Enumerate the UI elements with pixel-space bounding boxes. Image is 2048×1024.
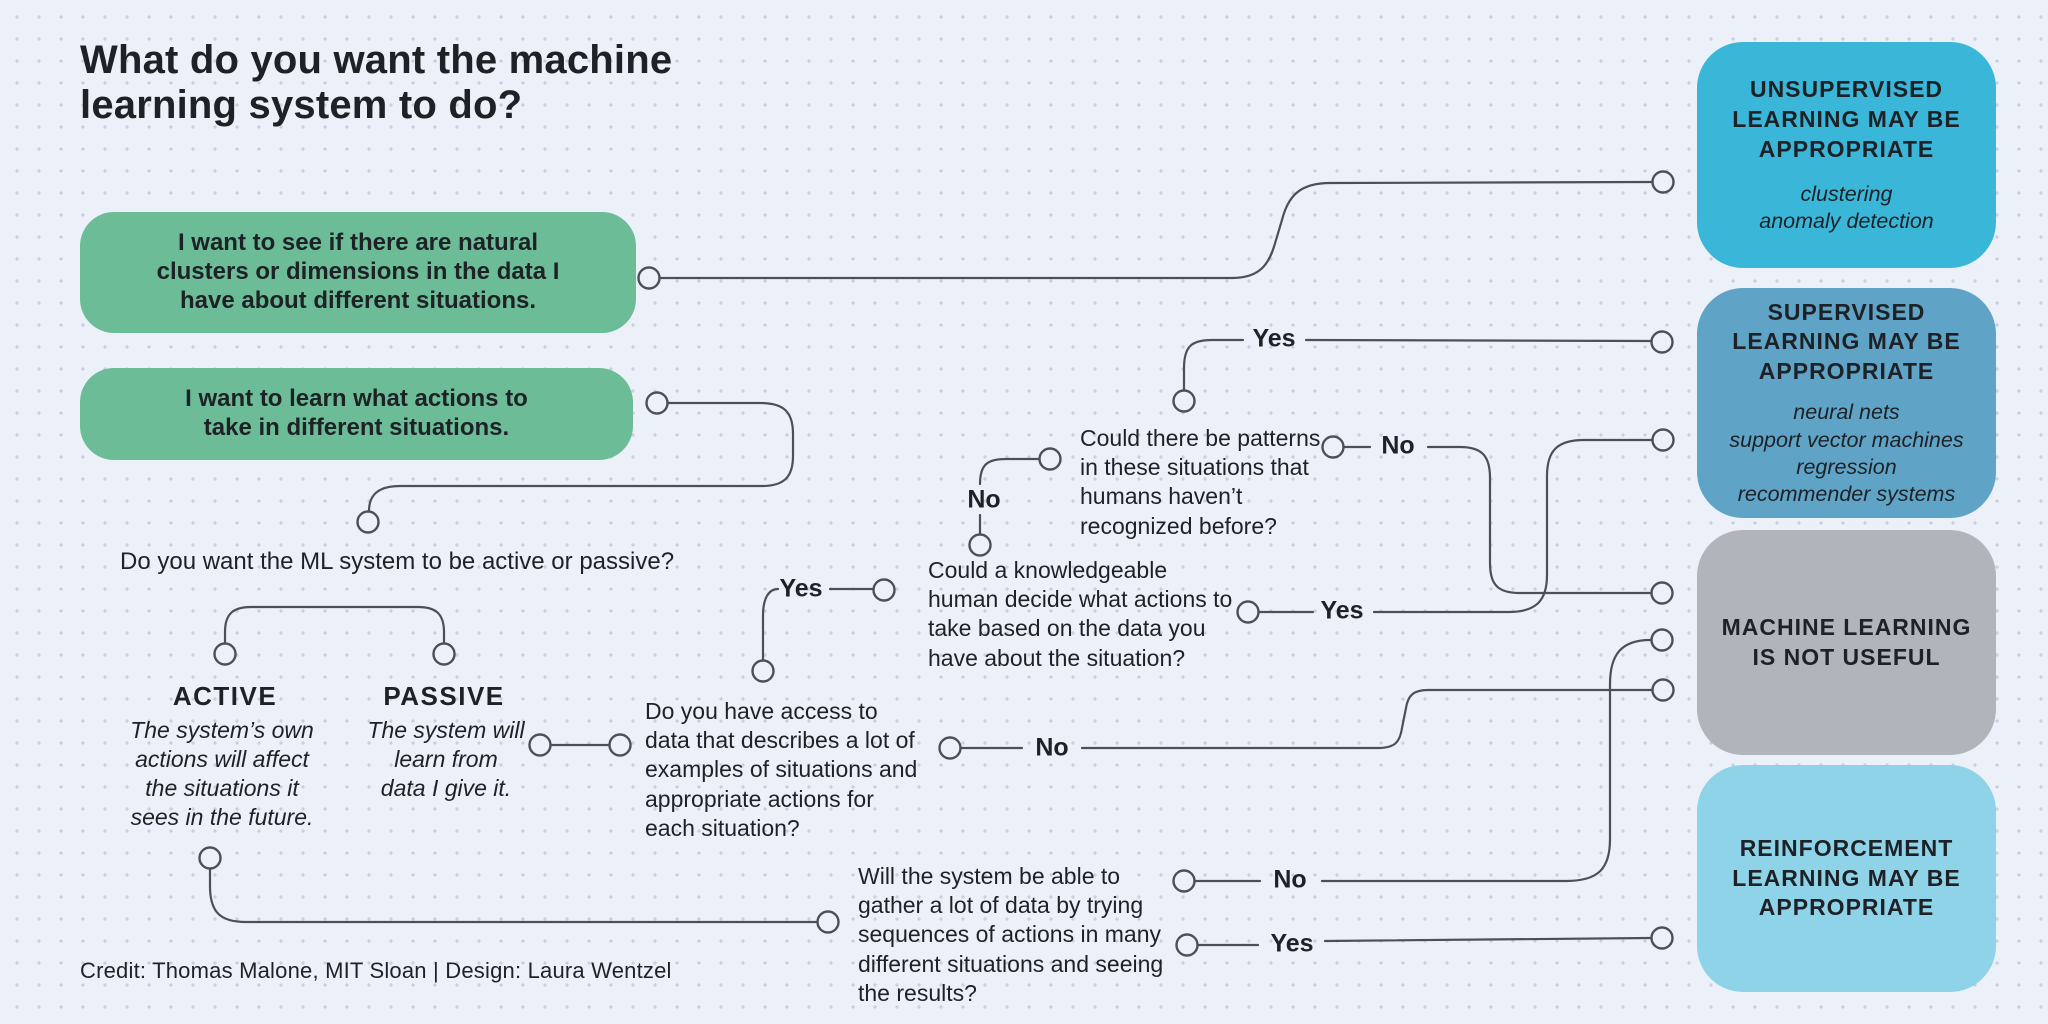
edge-label-knowledgeable-no: No [967, 485, 1001, 514]
branch-passive-label: PASSIVE [383, 681, 505, 711]
start-node-clusters: I want to see if there are natural clust… [80, 212, 636, 333]
edge-label-gather-yes: Yes [1270, 929, 1314, 958]
edge-knowledgeable-yes-b [1372, 438, 1653, 614]
outcome-methods: clustering anomaly detection [1759, 181, 1934, 233]
node-terminal [1172, 389, 1196, 413]
edge-label-knowledgeable-yes: Yes [1320, 596, 1364, 625]
node-terminal [356, 510, 380, 534]
edge-gather-no-b [1320, 638, 1652, 883]
outcome-unsupervised-learning: UNSUPERVISED LEARNING MAY BE APPROPRIATE… [1697, 42, 1996, 268]
page-title: What do you want the machine learning sy… [80, 38, 673, 127]
node-terminal [645, 391, 669, 415]
question-knowledgeable-human: Could a knowledgeable human decide what … [928, 557, 1233, 671]
node-terminal [1650, 926, 1674, 950]
edge-label-accessdata-yes: Yes [779, 574, 823, 603]
outcome-reinforcement-learning: REINFORCEMENT LEARNING MAY BE APPROPRIAT… [1697, 765, 1996, 992]
edge-learnactions-to-activepassive [367, 401, 795, 513]
branch-passive-description: The system will learn from data I give i… [367, 717, 525, 801]
edge-gather-yes-b [1323, 936, 1652, 943]
outcome-methods: neural nets support vector machines regr… [1729, 400, 1964, 507]
node-terminal [968, 533, 992, 557]
edge-active-to-gather [208, 867, 818, 924]
node-terminal [1175, 933, 1199, 957]
node-terminal [198, 846, 222, 870]
node-terminal [872, 578, 896, 602]
node-terminal [1651, 678, 1675, 702]
node-terminal [1650, 581, 1674, 605]
node-terminal [1038, 447, 1062, 471]
start-node-learn-actions: I want to learn what actions to take in … [80, 368, 633, 460]
branch-active-description: The system’s own actions will affect the… [130, 717, 314, 830]
question-active-or-passive: Do you want the ML system to be active o… [120, 548, 675, 575]
node-terminal [1651, 170, 1675, 194]
edge-activepassive-bracket [223, 605, 446, 645]
outcome-title: REINFORCEMENT LEARNING MAY BE APPROPRIAT… [1732, 834, 1961, 921]
outcome-supervised-learning: SUPERVISED LEARNING MAY BE APPROPRIATE n… [1697, 288, 1996, 518]
node-terminal [608, 733, 632, 757]
node-terminal [528, 733, 552, 757]
outcome-title: MACHINE LEARNING IS NOT USEFUL [1721, 613, 1972, 670]
question-access-data: Do you have access to data that describe… [645, 698, 918, 841]
node-terminal [1650, 628, 1674, 652]
node-terminal [938, 736, 962, 760]
node-terminal [816, 910, 840, 934]
node-terminal [432, 642, 456, 666]
edge-knowledgeable-no-b [978, 457, 1040, 486]
edge-patterns-yes-b [1304, 338, 1652, 343]
edge-accessdata-yes-a [761, 587, 780, 662]
edge-label-gather-no: No [1273, 865, 1307, 894]
node-terminal [213, 642, 237, 666]
edge-label-accessdata-no: No [1035, 733, 1069, 762]
edge-clusters-to-unsupervised [658, 180, 1653, 280]
credit-line: Credit: Thomas Malone, MIT Sloan | Desig… [80, 958, 672, 983]
edge-patterns-yes-a [1182, 338, 1245, 392]
edge-label-patterns-yes: Yes [1252, 324, 1296, 353]
outcome-title: SUPERVISED LEARNING MAY BE APPROPRIATE [1732, 298, 1961, 385]
branch-active-label: ACTIVE [172, 681, 278, 711]
node-terminal [637, 266, 661, 290]
question-unrecognized-patterns: Could there be patterns in these situati… [1080, 425, 1321, 539]
node-terminal [1650, 330, 1674, 354]
node-terminal [751, 659, 775, 683]
edge-accessdata-no-b [1080, 688, 1653, 750]
node-terminal [1236, 600, 1260, 624]
node-terminal [1321, 435, 1345, 459]
edge-label-patterns-no: No [1381, 431, 1415, 460]
node-terminal [1651, 428, 1675, 452]
outcome-title: UNSUPERVISED LEARNING MAY BE APPROPRIATE [1732, 75, 1961, 162]
edge-patterns-no-b [1426, 445, 1652, 595]
outcome-ml-not-useful: MACHINE LEARNING IS NOT USEFUL [1697, 530, 1996, 755]
question-gather-data: Will the system be able to gather a lot … [858, 863, 1164, 1006]
node-terminal [1172, 869, 1196, 893]
